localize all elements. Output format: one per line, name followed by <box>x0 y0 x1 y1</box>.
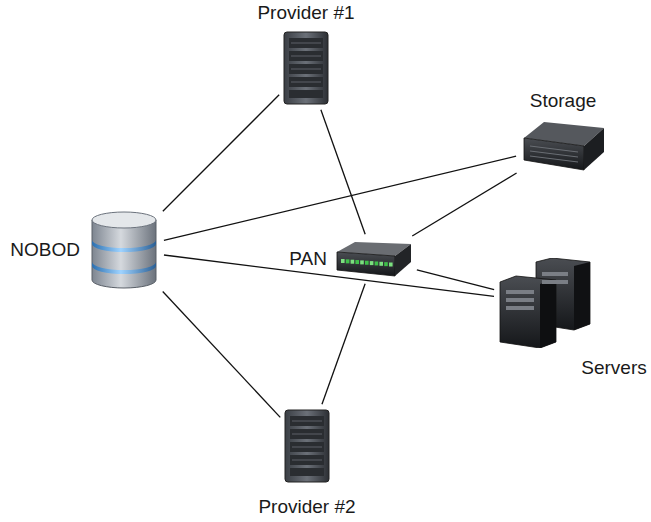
rack-server-icon <box>282 30 330 106</box>
network-link <box>322 284 365 404</box>
network-link <box>164 156 516 240</box>
network-node: PAN <box>335 238 413 280</box>
node-label: Provider #2 <box>258 496 355 518</box>
network-link <box>163 291 281 417</box>
network-node: Provider #1 <box>282 30 330 106</box>
node-label: NOBOD <box>10 239 80 261</box>
network-node: Storage <box>520 118 606 172</box>
network-link <box>321 110 365 234</box>
network-node: NOBOD <box>88 210 160 290</box>
node-label: Storage <box>530 90 597 112</box>
network-link <box>412 173 516 236</box>
network-link <box>164 255 494 296</box>
network-link <box>163 95 279 211</box>
database-icon <box>88 210 160 290</box>
servers-icon <box>498 258 594 348</box>
network-node: Provider #2 <box>283 408 331 484</box>
node-label: PAN <box>289 248 327 270</box>
storage-icon <box>520 118 606 172</box>
network-switch-icon <box>335 238 413 280</box>
rack-server-icon <box>283 408 331 484</box>
node-label: Servers <box>581 357 646 379</box>
node-label: Provider #1 <box>257 2 354 24</box>
network-link <box>417 270 494 290</box>
network-node: Servers <box>498 258 594 348</box>
